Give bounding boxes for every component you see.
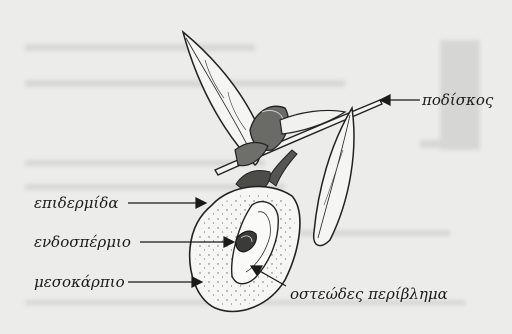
peduncle (268, 150, 297, 186)
label-endospermio: ενδοσπέρμιο (34, 233, 131, 251)
label-epidermida: επιδερμίδα (34, 194, 118, 212)
label-mesokarpio: μεσοκάρπιο (34, 273, 125, 291)
label-podiskos: ποδίσκος (422, 91, 493, 109)
label-osteodes-periblima: οστεώδες περίβλημα (290, 285, 448, 303)
